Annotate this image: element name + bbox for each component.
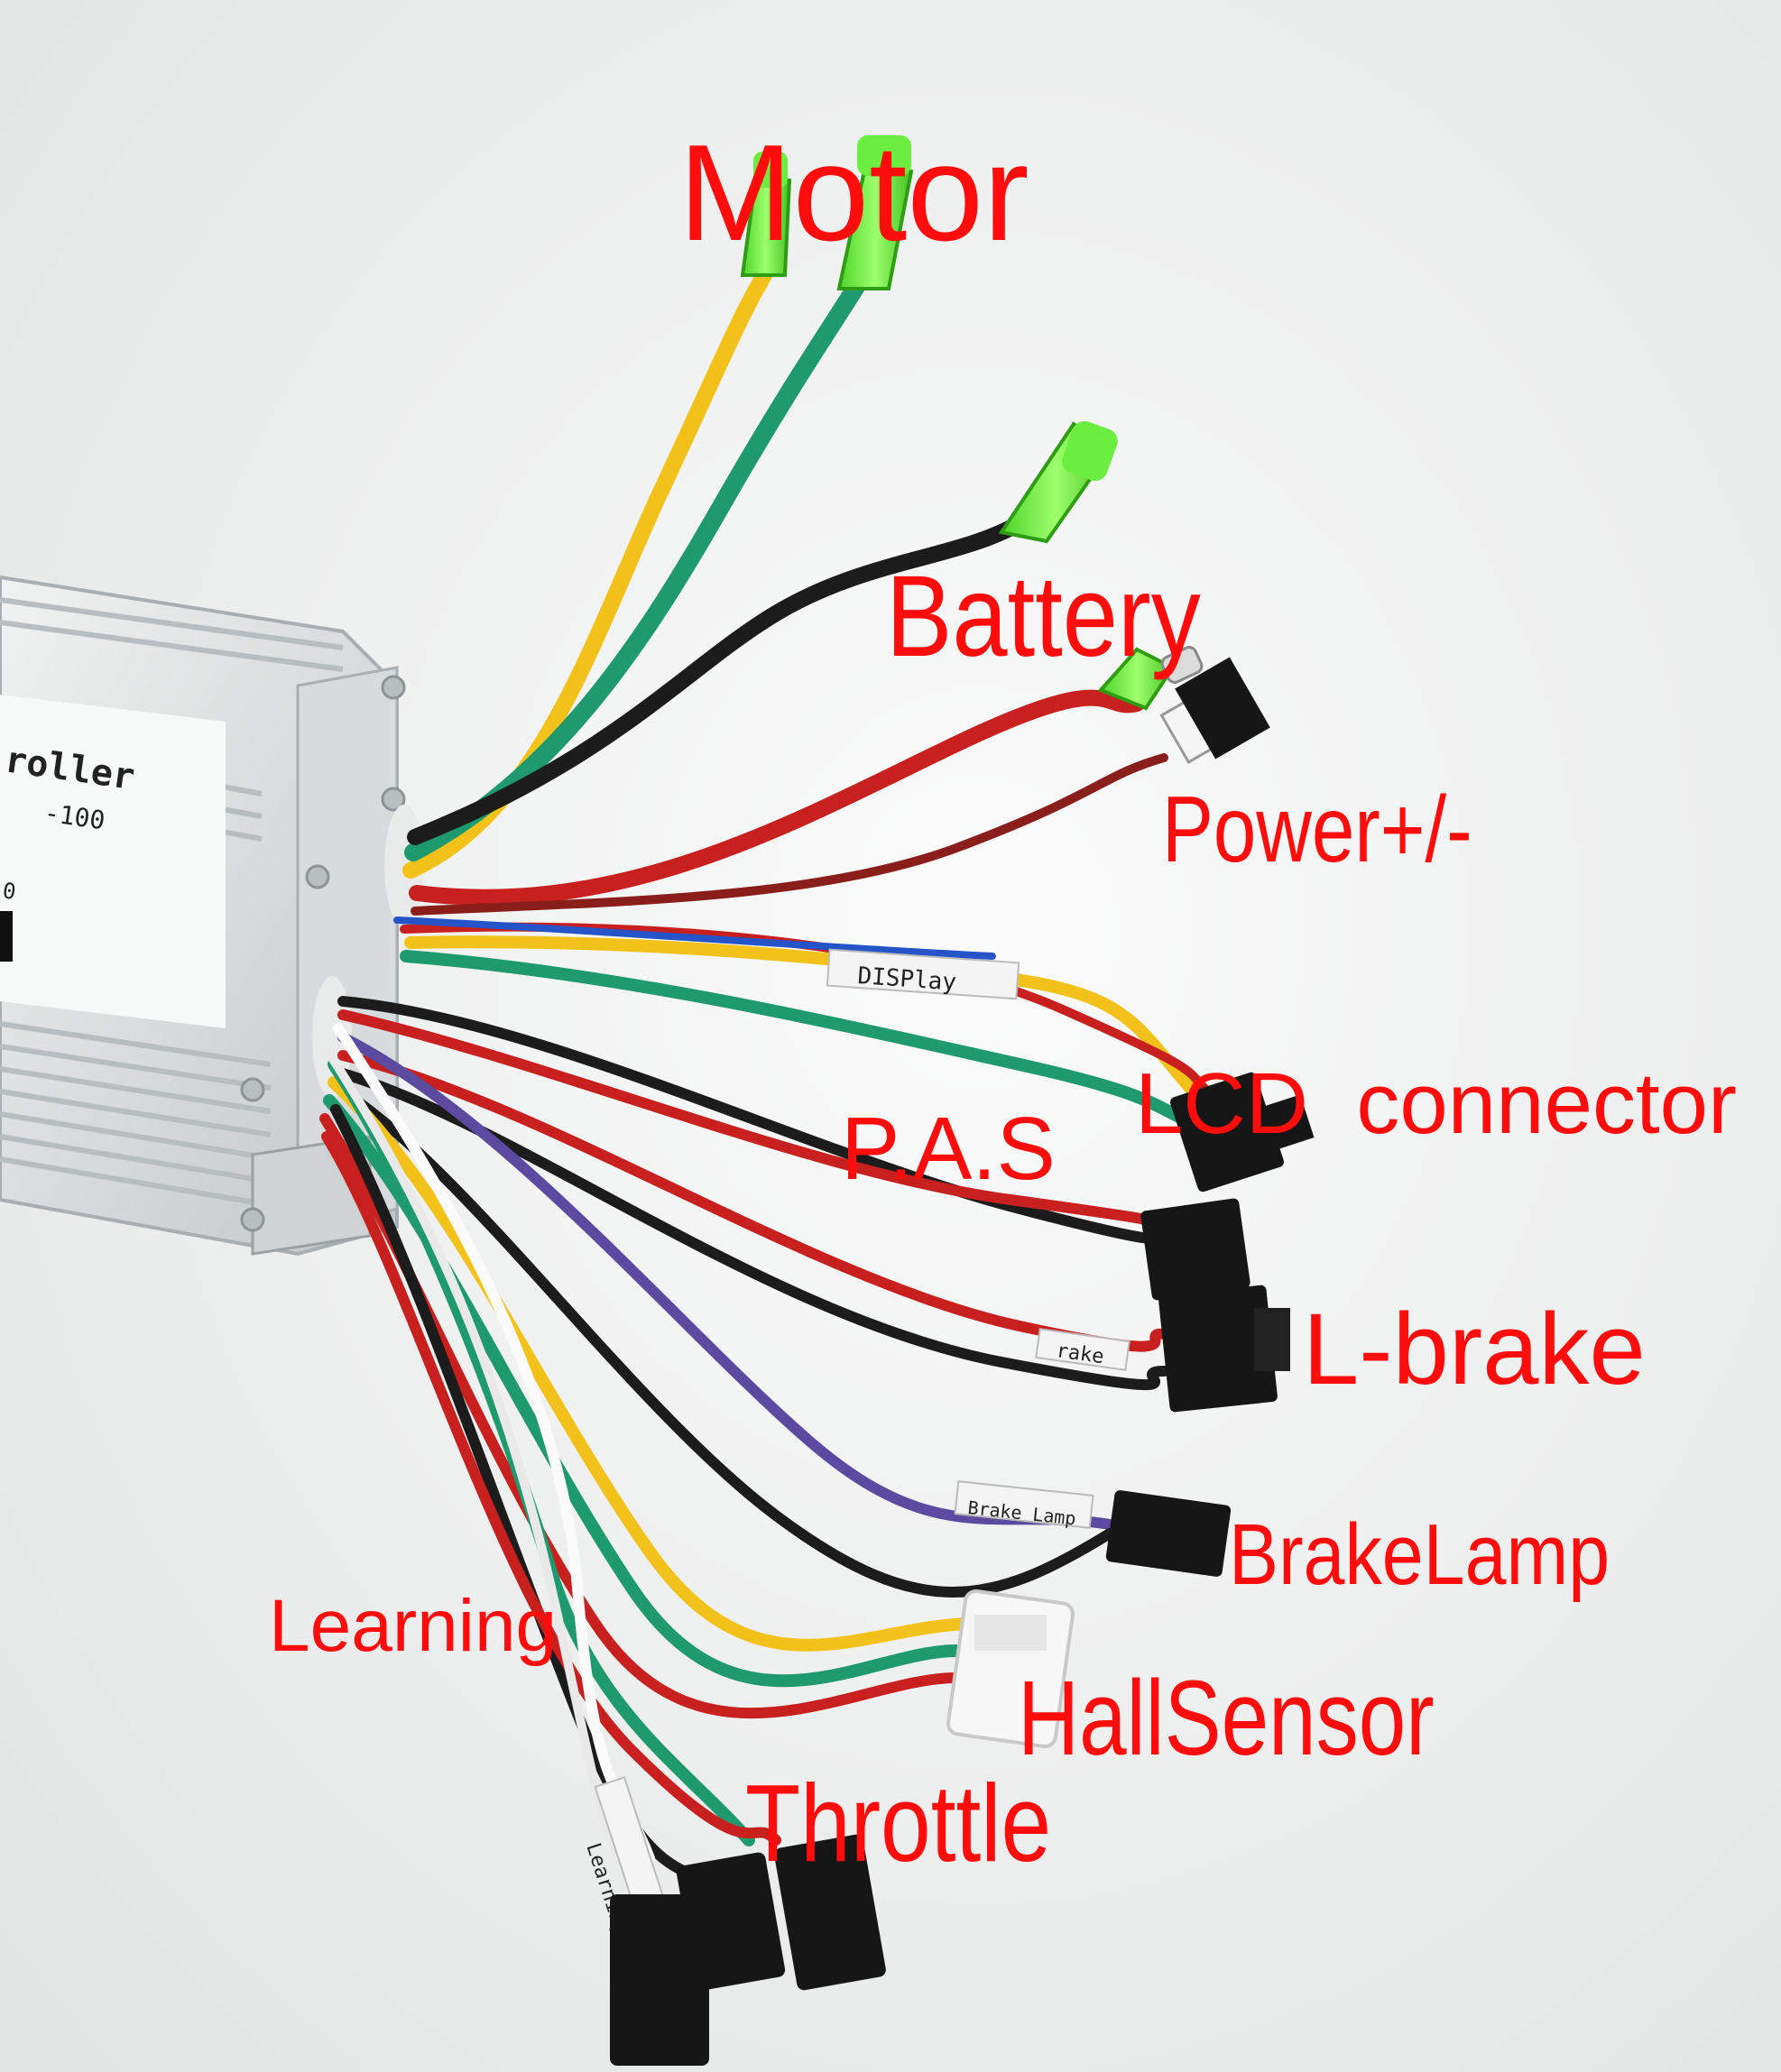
power-connector: [1159, 657, 1270, 765]
pas-connector-plug: [1140, 1198, 1250, 1301]
l-brake-connector-plug: [1158, 1285, 1290, 1413]
battery-label: Battery: [886, 552, 1201, 681]
learning-label: Learning: [269, 1585, 558, 1667]
brake-lamp-label: BrakeLamp: [1229, 1506, 1610, 1603]
wire-tag-l-brake: rake: [1035, 1328, 1130, 1371]
motor-connector-3: [998, 420, 1118, 544]
motor-connector-1: [740, 152, 792, 277]
battery-connector: [1097, 646, 1204, 711]
pas-label: P.A.S: [841, 1099, 1056, 1198]
learning-connector-plug: [610, 1852, 786, 2066]
throttle-connector-plug: [774, 1834, 886, 1991]
heatsink-fins: [0, 597, 344, 1208]
brake-lamp-connector-plug: [1105, 1490, 1232, 1577]
screw-heads: [240, 675, 406, 1232]
hall-sensor-connector-plug: [946, 1589, 1075, 1749]
lcd-connector-plug: [1170, 1072, 1315, 1193]
controller-label-mark: [0, 911, 13, 962]
power-label: Power+/-: [1162, 778, 1472, 882]
motor-wires: [402, 262, 1168, 916]
lcd-connector-label: LCD connector: [1135, 1055, 1737, 1152]
wire-tag-display: DISPlay: [826, 948, 1020, 1000]
l-brake-label: L-brake: [1303, 1293, 1646, 1405]
controller-spec-print: 0: [1, 878, 17, 905]
motor-connector-2: [836, 135, 914, 290]
hall-sensor-label: HallSensor: [1018, 1659, 1435, 1778]
motor-label: Motor: [678, 116, 1029, 270]
throttle-label: Throttle: [745, 1762, 1052, 1884]
controller-housing: roller -100 0: [0, 575, 424, 1257]
